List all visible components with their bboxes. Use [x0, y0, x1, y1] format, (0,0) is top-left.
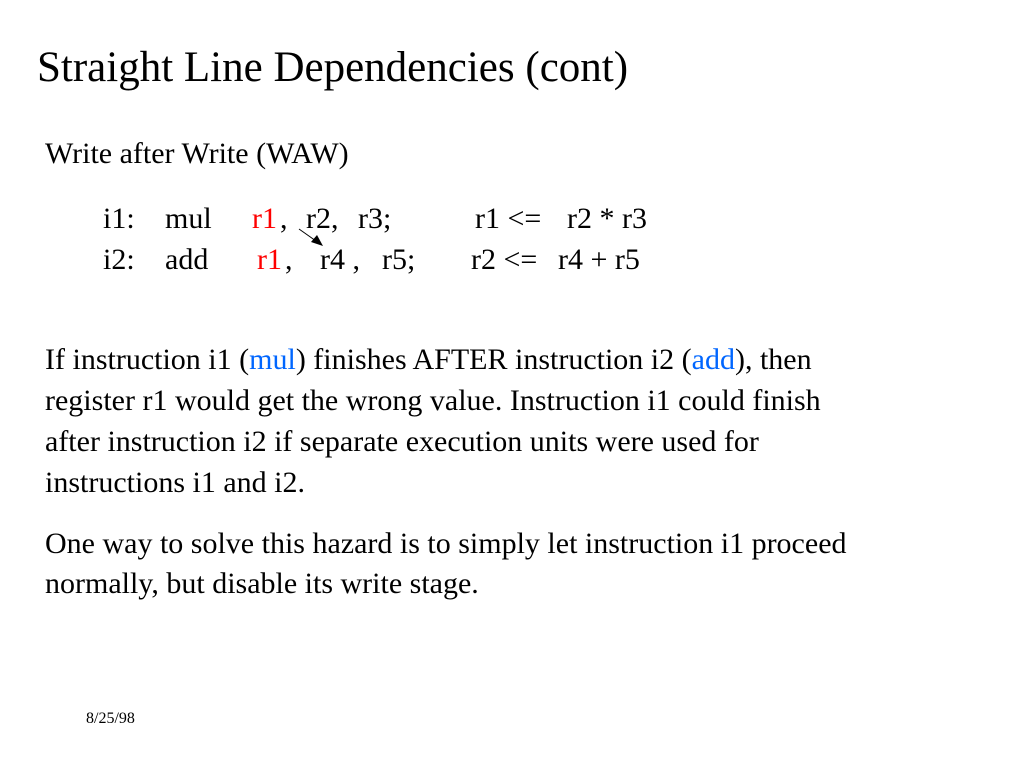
section-heading: Write after Write (WAW): [45, 137, 349, 170]
mul-highlight: mul: [249, 343, 296, 376]
comma: ,: [285, 243, 293, 276]
paragraph-line: normally, but disable its write stage.: [45, 567, 479, 600]
paragraph-line: instructions i1 and i2.: [45, 466, 305, 499]
slide-date: 8/25/98: [86, 710, 135, 727]
instr-dest: r1: [252, 202, 277, 235]
text: If instruction i1 (: [45, 343, 250, 376]
instr-src2: r5;: [382, 243, 416, 276]
paragraph-line: after instruction i2 if separate executi…: [45, 425, 759, 458]
text: ) finishes AFTER instruction i2 (: [295, 343, 692, 376]
instr-src1: r4 ,: [320, 243, 360, 276]
paragraph-line: One way to solve this hazard is to simpl…: [45, 527, 847, 560]
instr-dest: r1: [257, 243, 282, 276]
instr-lhs: r2 <=: [471, 243, 538, 276]
instr-rhs: r4 + r5: [558, 243, 640, 276]
instr-label: i1:: [103, 202, 135, 235]
paragraph-2: One way to solve this hazard is to simpl…: [45, 524, 847, 604]
instr-op: add: [165, 243, 209, 276]
instr-src2: r3;: [358, 202, 392, 235]
paragraph-1: If instruction i1 (mul) finishes AFTER i…: [45, 339, 821, 503]
slide-title: Straight Line Dependencies (cont): [37, 44, 629, 91]
instr-src1: r2,: [306, 202, 339, 235]
instr-lhs: r1 <=: [475, 202, 542, 235]
instr-op: mul: [165, 202, 212, 235]
paragraph-line: register r1 would get the wrong value. I…: [45, 384, 821, 417]
instr-rhs: r2 * r3: [567, 202, 647, 235]
paragraph-line: If instruction i1 (mul) finishes AFTER i…: [45, 339, 821, 380]
instr-label: i2:: [103, 243, 135, 276]
comma: ,: [280, 202, 288, 235]
text: ), then: [734, 343, 812, 376]
add-highlight: add: [691, 343, 735, 376]
